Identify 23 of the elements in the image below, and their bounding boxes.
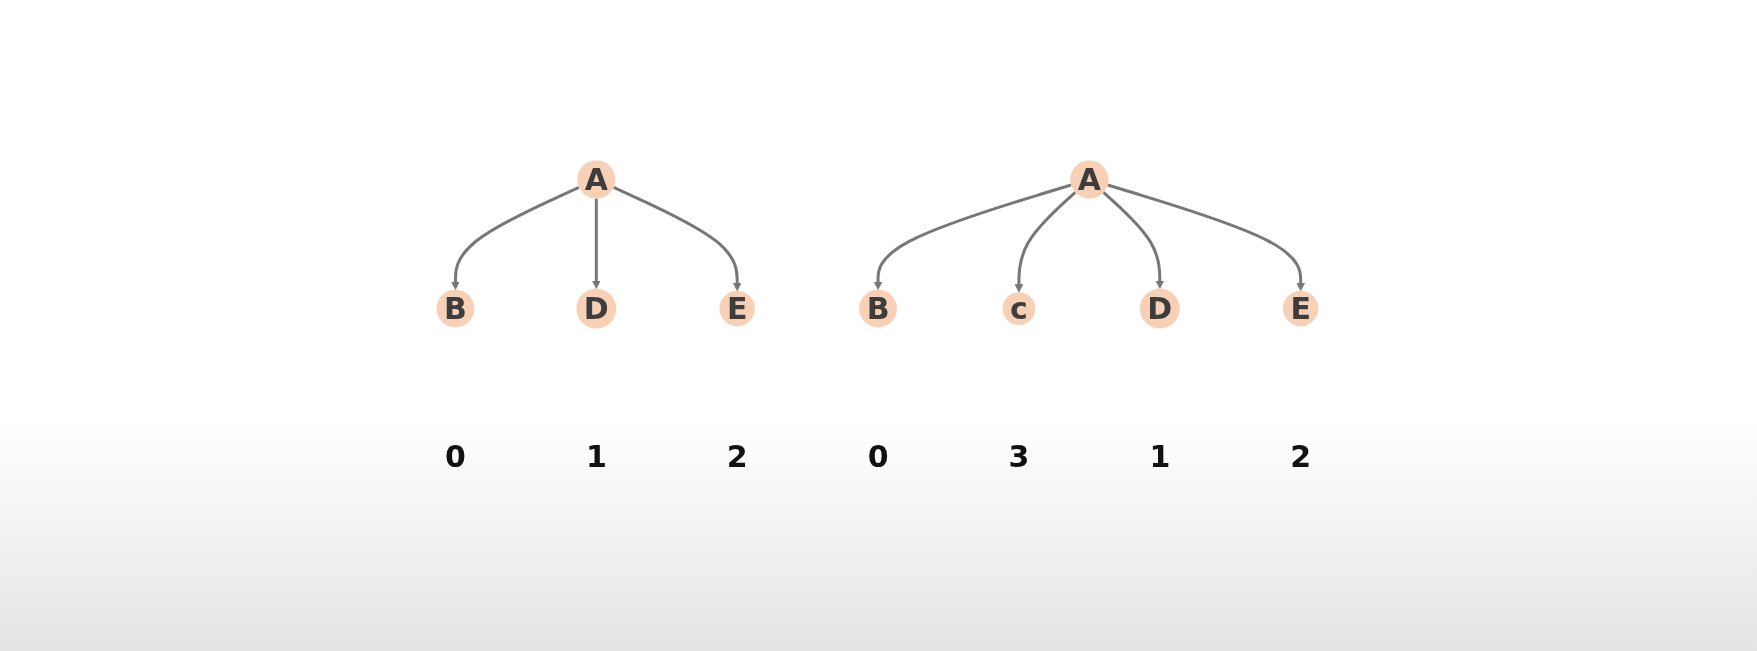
- node-label: 2: [727, 438, 749, 474]
- node-label: 1: [1149, 438, 1171, 474]
- node-label: 3: [1008, 438, 1030, 474]
- arrow: [1102, 191, 1165, 290]
- arrow: [613, 186, 743, 292]
- node-circle: B: [436, 289, 475, 328]
- node-circle: B: [859, 289, 898, 328]
- node-circle: E: [719, 291, 756, 327]
- node-label: 0: [445, 438, 467, 474]
- node-circle: A: [577, 160, 616, 199]
- node-circle: D: [1140, 288, 1181, 329]
- node-circle: A: [1070, 160, 1109, 199]
- node-label: 2: [1290, 438, 1312, 474]
- arrow: [451, 186, 580, 291]
- arrow: [874, 183, 1072, 291]
- node-label: 1: [586, 438, 608, 474]
- node-circle: E: [1283, 291, 1319, 327]
- arrow: [592, 198, 602, 290]
- arrow: [1015, 191, 1077, 293]
- node-label: 0: [868, 438, 889, 474]
- node-circle: D: [576, 288, 617, 329]
- node-circle: c: [1003, 292, 1036, 326]
- arrow: [1107, 183, 1306, 292]
